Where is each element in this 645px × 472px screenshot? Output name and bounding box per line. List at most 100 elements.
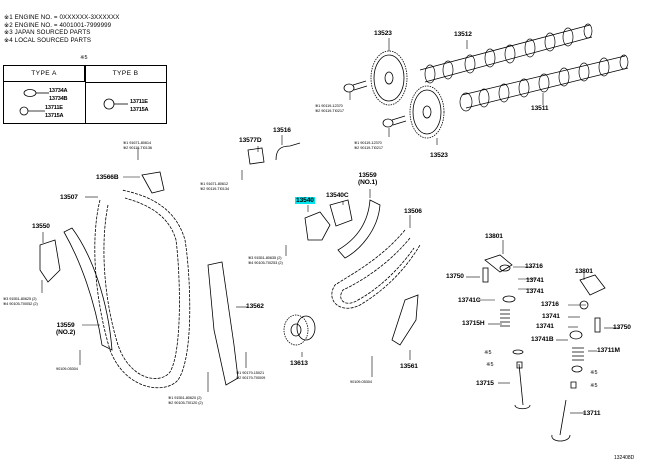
fastener-code: ※4 90105-TI0253 (2) bbox=[248, 259, 283, 265]
part-label-13741[interactable]: 13741 bbox=[536, 323, 554, 330]
part-label-13550[interactable]: 13550 bbox=[32, 223, 50, 230]
part-label-13801[interactable]: 13801 bbox=[485, 233, 503, 240]
fastener-code: ※2 90179-TI0009 bbox=[236, 374, 266, 380]
part-label-13523[interactable]: 13523 bbox=[374, 30, 392, 37]
legend-icons bbox=[19, 89, 128, 116]
seal-ring-icon bbox=[23, 89, 37, 97]
part-label-13507[interactable]: 13507 bbox=[60, 194, 78, 201]
part-label-13523[interactable]: 13523 bbox=[430, 152, 448, 159]
fastener-label-sprocket-nut[interactable]: ※1 90179-15021 ※2 90179-TI0009 bbox=[236, 370, 266, 380]
gasket-13540C bbox=[329, 199, 353, 227]
part-label-13711[interactable]: 13711 bbox=[583, 410, 601, 417]
part-label-13711M[interactable]: 13711M bbox=[597, 347, 620, 354]
crank-sprocket-13613 bbox=[283, 314, 316, 346]
part-label-13613[interactable]: 13613 bbox=[290, 360, 308, 367]
part-suffix: (NO.1) bbox=[358, 179, 378, 186]
part-label-13512[interactable]: 13512 bbox=[454, 31, 472, 38]
fastener-label-tensioner-bolt[interactable]: ※3 91551-80635 (2) ※4 90105-TI0253 (2) bbox=[248, 255, 283, 265]
part-label-13540C[interactable]: 13540C bbox=[326, 192, 349, 199]
note-5-marker: ※5 bbox=[590, 383, 598, 389]
fastener-code: ※1 91671-80612 bbox=[200, 181, 229, 186]
note-mark: ※2 bbox=[4, 21, 13, 29]
part-number: 13559 bbox=[358, 172, 377, 179]
part-label-13741[interactable]: 13741 bbox=[526, 277, 544, 284]
part-label-13511[interactable]: 13511 bbox=[531, 105, 549, 112]
fastener-code: ※2 90119-TI0217 bbox=[354, 144, 383, 150]
note-3: ※3 JAPAN SOURCED PARTS bbox=[4, 29, 119, 37]
note-mark: ※1 bbox=[4, 14, 13, 21]
note-2: ※2 ENGINE NO. = 4001001-7999999 bbox=[4, 22, 119, 30]
type-a-part: 13734B bbox=[49, 96, 68, 102]
part-label-13562[interactable]: 13562 bbox=[246, 303, 264, 310]
type-legend-table: TYPE A TYPE B 13734A 13734B 13711E 13715… bbox=[3, 65, 167, 124]
cam-bolt-1 bbox=[343, 80, 368, 93]
part-label-13577D[interactable]: 13577D bbox=[239, 137, 262, 144]
fastener-code: ※1 91551-80620 (2) bbox=[168, 395, 202, 400]
fastener-code: ※2 90119-TI0136 bbox=[123, 144, 152, 150]
valve-seal-icon bbox=[19, 106, 29, 116]
part-label-13561[interactable]: 13561 bbox=[400, 363, 418, 370]
part-label-13715H[interactable]: 13715H bbox=[462, 320, 485, 327]
note-mark: ※3 bbox=[4, 29, 13, 37]
part-label-13506[interactable]: 13506 bbox=[404, 208, 422, 215]
fastener-label-slipper-bolt[interactable]: ※3 91551-80625 (2) ※4 90105-TI0052 (2) bbox=[3, 296, 38, 306]
note-text: ENGINE NO. = 4001001-7999999 bbox=[14, 21, 112, 29]
type-b-part: 13711E bbox=[130, 99, 148, 105]
fastener-code: ※4 90105-TI0052 (2) bbox=[3, 300, 38, 306]
part-label-13540[interactable]: 13540 bbox=[295, 197, 315, 204]
valve-seal-icon-b bbox=[103, 98, 115, 110]
part-label-13566B[interactable]: 13566B bbox=[96, 174, 119, 181]
fastener-label-guide-bolt-top[interactable]: ※1 91671-80614 ※2 90119-TI0136 bbox=[123, 140, 152, 150]
type-a-part: 13734A bbox=[49, 88, 68, 94]
part-label-13715[interactable]: 13715 bbox=[476, 380, 494, 387]
fastener-code: ※1 90119-12370 bbox=[354, 140, 382, 145]
part-suffix: (NO.2) bbox=[56, 329, 76, 336]
legend-marker: ※5 bbox=[80, 55, 88, 61]
note-5-marker: ※5 bbox=[486, 362, 494, 368]
type-b-header: TYPE B bbox=[85, 66, 166, 83]
camshaft-13511 bbox=[459, 54, 629, 112]
tensioner-13540 bbox=[304, 211, 331, 241]
part-label-13741[interactable]: 13741 bbox=[542, 313, 560, 320]
cam-sprocket-lower bbox=[409, 85, 445, 139]
fastener-label-cam-bolt-2[interactable]: ※1 90119-12370 ※2 90119-TI0217 bbox=[354, 140, 383, 150]
legend-divider bbox=[85, 66, 86, 123]
part-label-13801[interactable]: 13801 bbox=[575, 268, 593, 275]
fastener-code: ※2 90119-TI0134 bbox=[200, 185, 229, 191]
leader-lines bbox=[41, 38, 619, 414]
type-a-part: 13711E bbox=[45, 105, 63, 111]
part-label-13750[interactable]: 13750 bbox=[446, 273, 464, 280]
note-mark: ※4 bbox=[4, 36, 13, 44]
part-label-13559-no1[interactable]: 13559 (NO.1) bbox=[358, 172, 377, 186]
fastener-code: ※1 91671-80614 bbox=[123, 140, 152, 145]
part-number: 13559 bbox=[56, 322, 75, 329]
chain-damper-13562 bbox=[207, 261, 239, 386]
note-5-marker: ※5 bbox=[484, 350, 492, 356]
fastener-label-guide-no1-bolt[interactable]: 90109-05304 bbox=[350, 379, 372, 384]
chain-slipper-13559-no1 bbox=[337, 199, 381, 259]
note-5-marker: ※5 bbox=[590, 370, 598, 376]
fastener-code: ※3 91551-80635 (2) bbox=[248, 255, 282, 260]
part-label-13741B[interactable]: 13741B bbox=[531, 336, 554, 343]
engine-notes: ※1 ENGINE NO. = 0XXXXXX-3XXXXXX ※2 ENGIN… bbox=[4, 14, 119, 44]
part-label-13741C[interactable]: 13741C bbox=[458, 297, 481, 304]
figure-code: 132408D bbox=[614, 455, 635, 461]
chain-guide-13561 bbox=[391, 294, 419, 346]
part-label-13716[interactable]: 13716 bbox=[541, 301, 559, 308]
fastener-label-bracket-bolt[interactable]: ※1 91671-80612 ※2 90119-TI0134 bbox=[200, 181, 229, 191]
part-label-13559-no2[interactable]: 13559 (NO.2) bbox=[56, 322, 75, 336]
fastener-label-cam-bolt-1[interactable]: ※1 90119-12370 ※2 90119-TI0217 bbox=[315, 103, 344, 113]
part-label-13750[interactable]: 13750 bbox=[613, 324, 631, 331]
timing-chain-13507 bbox=[94, 189, 191, 389]
note-text: JAPAN SOURCED PARTS bbox=[14, 29, 91, 37]
fastener-label-guide-no2-bolt[interactable]: 90109-05304 bbox=[56, 366, 78, 371]
fastener-label-guide-bolt-bottom[interactable]: ※1 91551-80620 (2) ※2 90105-TI0120 (2) bbox=[168, 395, 203, 405]
fastener-code: ※2 90119-TI0217 bbox=[315, 107, 344, 113]
part-label-13516[interactable]: 13516 bbox=[273, 127, 291, 134]
fastener-code: ※3 91551-80625 (2) bbox=[3, 296, 37, 301]
part-label-13741[interactable]: 13741 bbox=[526, 288, 544, 295]
part-label-13716[interactable]: 13716 bbox=[525, 263, 543, 270]
pipe-13516 bbox=[275, 142, 301, 161]
cam-sprocket-upper bbox=[370, 50, 408, 106]
